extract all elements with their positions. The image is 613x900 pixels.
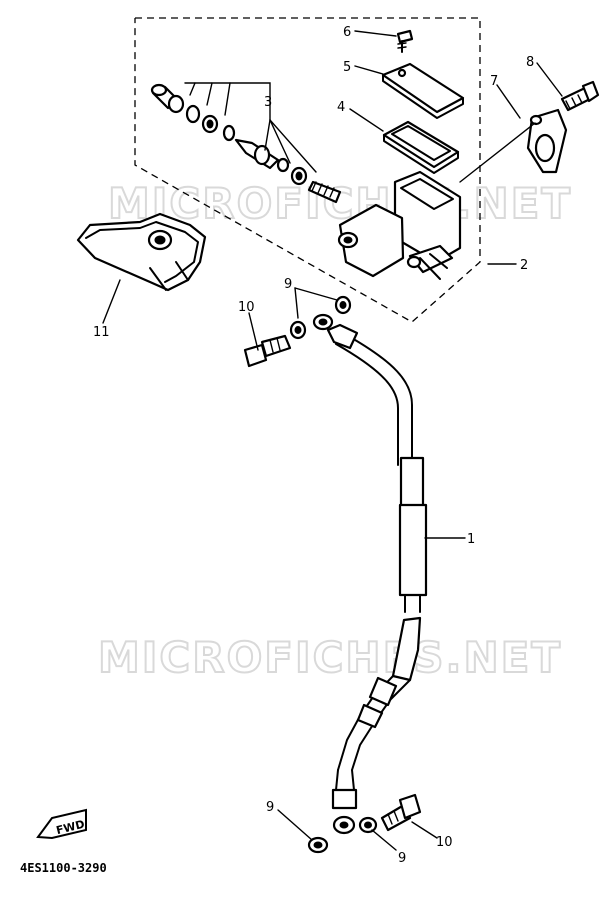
part-10-bolt-bottom — [380, 793, 422, 832]
part-1-brake-hose — [312, 313, 428, 835]
part-9-gasket-top — [289, 295, 352, 340]
callout-5: 5 — [343, 60, 351, 75]
part-2-master-cylinder — [337, 170, 462, 280]
callout-7: 7 — [490, 74, 498, 89]
master-cylinder-assembly-boundary — [134, 17, 481, 323]
callout-8: 8 — [526, 55, 534, 70]
callout-3: 3 — [264, 95, 272, 110]
part-6-screw — [396, 29, 414, 53]
part-7-holder — [459, 108, 568, 183]
part-3-piston-kit — [150, 82, 342, 204]
part-5-reservoir-cap — [381, 62, 465, 119]
part-9-gasket-bottom — [307, 816, 378, 854]
callout-1: 1 — [467, 532, 475, 547]
callout-10-top: 10 — [238, 300, 255, 315]
callout-6: 6 — [343, 25, 351, 40]
callout-4: 4 — [337, 100, 345, 115]
part-10-bolt-top — [243, 334, 292, 368]
callout-9-bottom-left: 9 — [266, 800, 274, 815]
fwd-arrow-icon: FWD — [36, 808, 87, 840]
watermark-bottom: MICROFICHES.NET — [98, 633, 562, 682]
leader-lines — [102, 30, 563, 851]
diagram-code: 4ES1100-3290 — [20, 861, 107, 875]
callout-11: 11 — [93, 325, 110, 340]
callout-9-top: 9 — [284, 277, 292, 292]
part-11-cover — [76, 212, 207, 292]
part-4-diaphragm — [382, 120, 460, 174]
callout-10-bottom: 10 — [436, 835, 453, 850]
part-8-bolt — [560, 80, 600, 112]
callout-9-bottom-right: 9 — [398, 851, 406, 866]
watermark-top: MICROFICHES.NET — [108, 179, 572, 228]
callout-2: 2 — [520, 258, 528, 273]
